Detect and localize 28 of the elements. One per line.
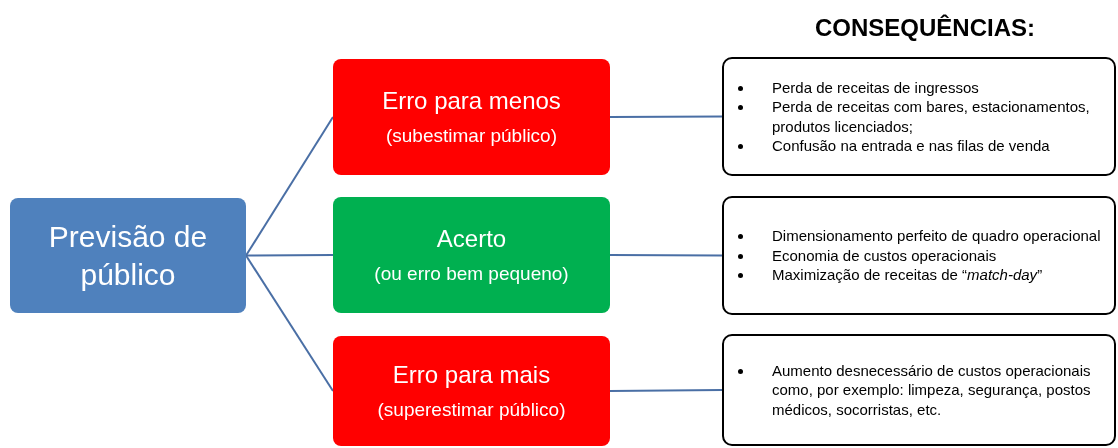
box-heading: Erro para menos: [381, 86, 562, 117]
bullet-item: Perda de receitas com bares, estacionamentos, produtos licenciados;: [772, 97, 1108, 136]
consequences-box: [722, 334, 1116, 446]
box-heading: Acerto: [435, 224, 508, 255]
connector-line: [609, 389, 723, 392]
bullet-item: Aumento desnecessário de custos operacionais como, por exemplo: limpeza, segurança, postos médicos, socorristas, etc.: [772, 360, 1108, 420]
box-subtitle: (subestimar público): [384, 124, 559, 148]
outcome-box: [333, 336, 610, 446]
box-subtitle: (ou erro bem pequeno): [373, 262, 570, 286]
connector-line: [609, 115, 723, 118]
bullet-item: Perda de receitas de ingressos: [772, 77, 1108, 97]
connector-line: [245, 254, 334, 392]
connector-line: [609, 254, 723, 257]
box-heading: Erro para mais: [391, 360, 552, 391]
box-heading: Previsão de público: [47, 219, 209, 293]
consequences-box: [722, 57, 1116, 176]
section-heading: CONSEQUÊNCIAS:: [814, 14, 1036, 42]
outcome-box: [333, 59, 610, 175]
box-subtitle: (superestimar público): [376, 398, 567, 422]
outcome-box: [333, 197, 610, 313]
bullet-item: Dimensionamento perfeito de quadro operacional: [772, 226, 1108, 246]
connector-line: [245, 116, 334, 257]
bullet-item: Economia de custos operacionais: [772, 245, 1108, 266]
bullet-item: Maximização de receitas de “match-day”: [772, 265, 1108, 285]
outcome-box: [10, 198, 246, 313]
connector-line: [245, 254, 334, 257]
consequences-box: [722, 196, 1116, 315]
bullet-item: Confusão na entrada e nas filas de venda: [772, 136, 1108, 156]
